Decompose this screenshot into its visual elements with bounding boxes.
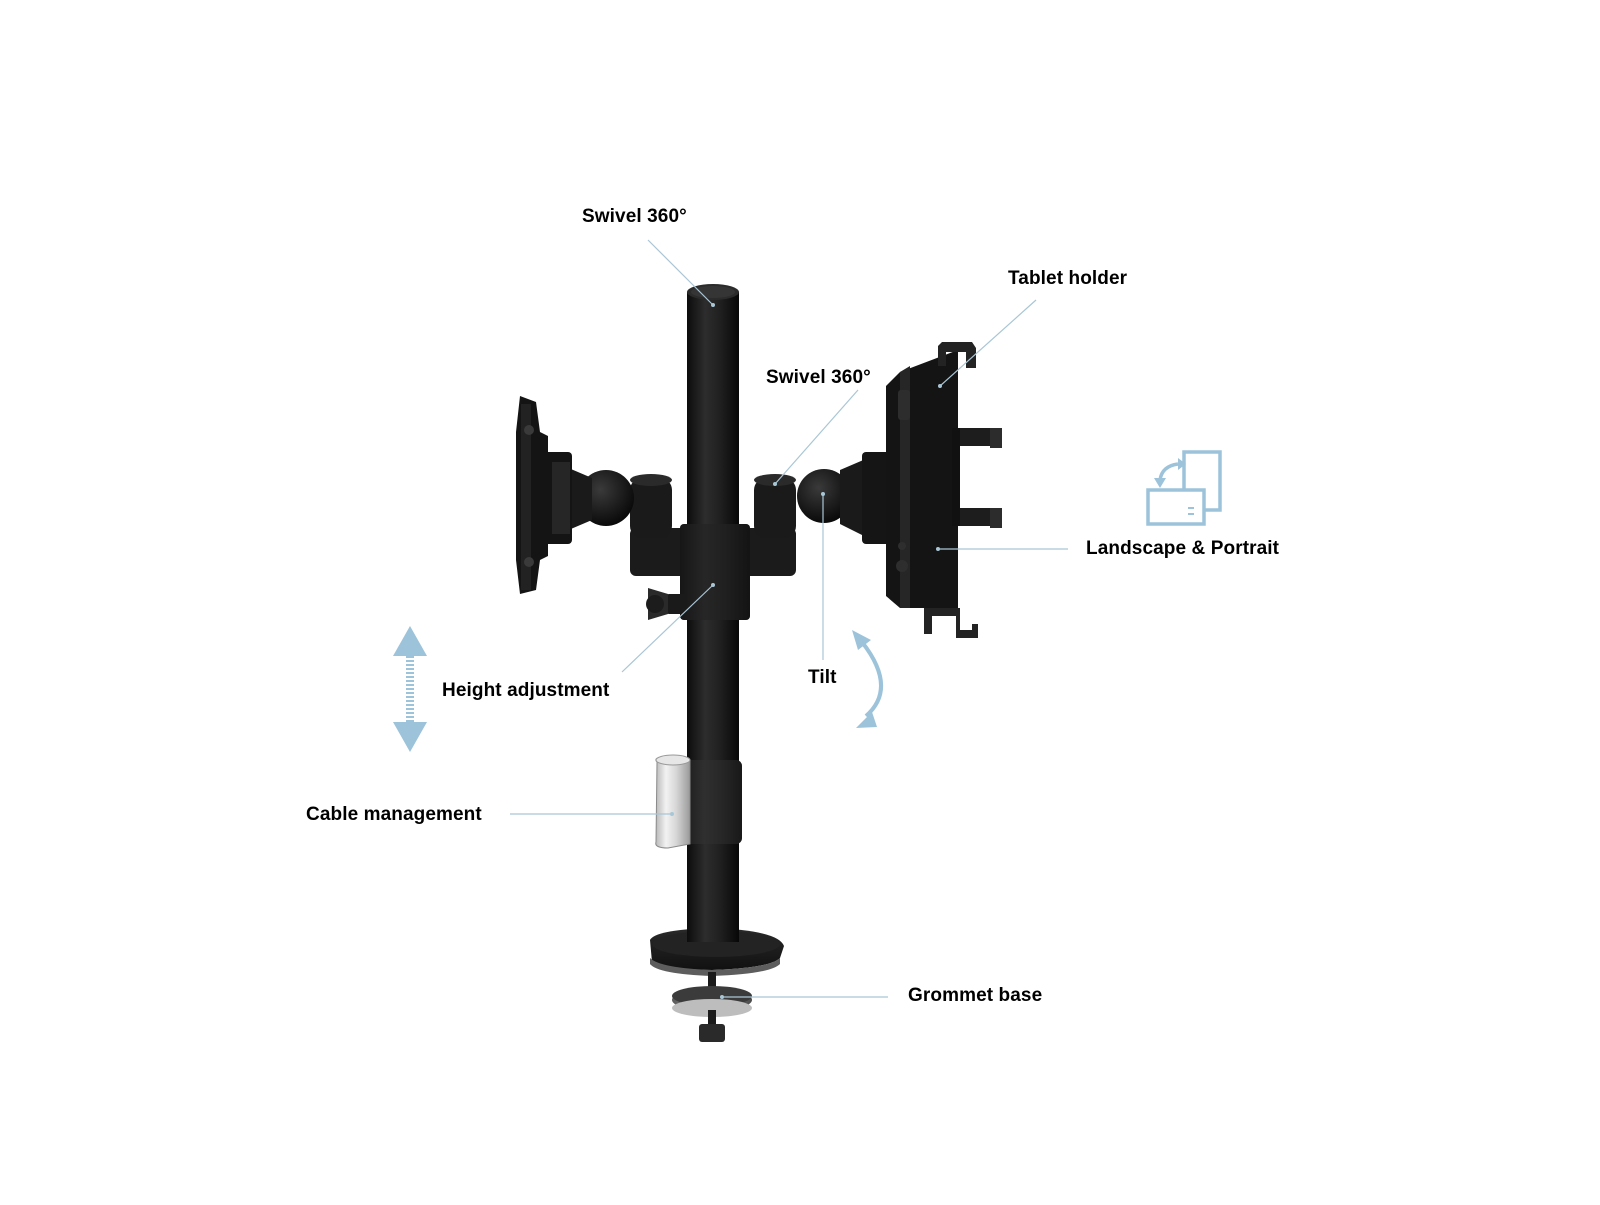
left-arm bbox=[516, 396, 672, 594]
leader-height-adjustment bbox=[621, 584, 714, 673]
label-tilt: Tilt bbox=[808, 667, 837, 688]
leader-lines bbox=[510, 239, 1068, 998]
right-arm bbox=[754, 452, 890, 544]
double-vertical-arrow-icon bbox=[393, 626, 427, 752]
rotate-orientation-icon bbox=[1146, 450, 1222, 526]
leader-dots bbox=[670, 303, 942, 999]
central-hub bbox=[630, 524, 796, 620]
leader-swivel-arm bbox=[774, 389, 859, 485]
label-height-adjustment: Height adjustment bbox=[442, 680, 610, 701]
tablet-holder bbox=[886, 342, 1002, 638]
label-swivel-top: Swivel 360° bbox=[582, 206, 687, 227]
label-swivel-arm: Swivel 360° bbox=[766, 367, 871, 388]
cable-management-clip bbox=[655, 754, 742, 849]
curved-arrow-icon bbox=[852, 630, 883, 728]
label-tablet-holder: Tablet holder bbox=[1008, 268, 1128, 289]
leader-tablet-holder bbox=[939, 299, 1037, 387]
label-landscape-portrait: Landscape & Portrait bbox=[1086, 538, 1280, 559]
grommet-base-assembly bbox=[650, 928, 784, 1042]
label-cable-management: Cable management bbox=[306, 804, 482, 825]
label-grommet-base: Grommet base bbox=[908, 985, 1043, 1006]
leader-swivel-top bbox=[647, 239, 714, 306]
